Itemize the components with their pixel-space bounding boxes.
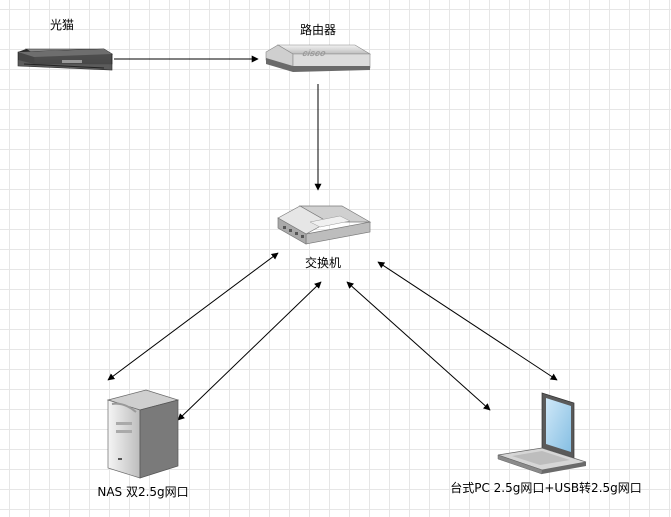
switch-label: 交换机 <box>304 256 342 270</box>
edge-switch-nas-1 <box>107 252 279 381</box>
pc-label: 台式PC 2.5g网口+USB转2.5g网口 <box>450 481 642 495</box>
switch-icon[interactable] <box>277 205 372 245</box>
modem-icon[interactable] <box>17 48 114 71</box>
edge-switch-nas-2 <box>177 281 322 421</box>
server-tower-icon[interactable] <box>106 389 180 479</box>
connections <box>107 55 558 421</box>
modem-label: 光猫 <box>49 18 75 32</box>
router-brand-text: cisco <box>301 48 328 58</box>
edge-switch-pc-2 <box>377 261 558 381</box>
router-icon[interactable]: cisco <box>265 44 372 72</box>
router-label: 路由器 <box>299 23 337 37</box>
nas-label: NAS 双2.5g网口 <box>97 485 189 499</box>
edge-switch-pc-1 <box>346 281 491 411</box>
laptop-icon[interactable] <box>497 392 587 475</box>
